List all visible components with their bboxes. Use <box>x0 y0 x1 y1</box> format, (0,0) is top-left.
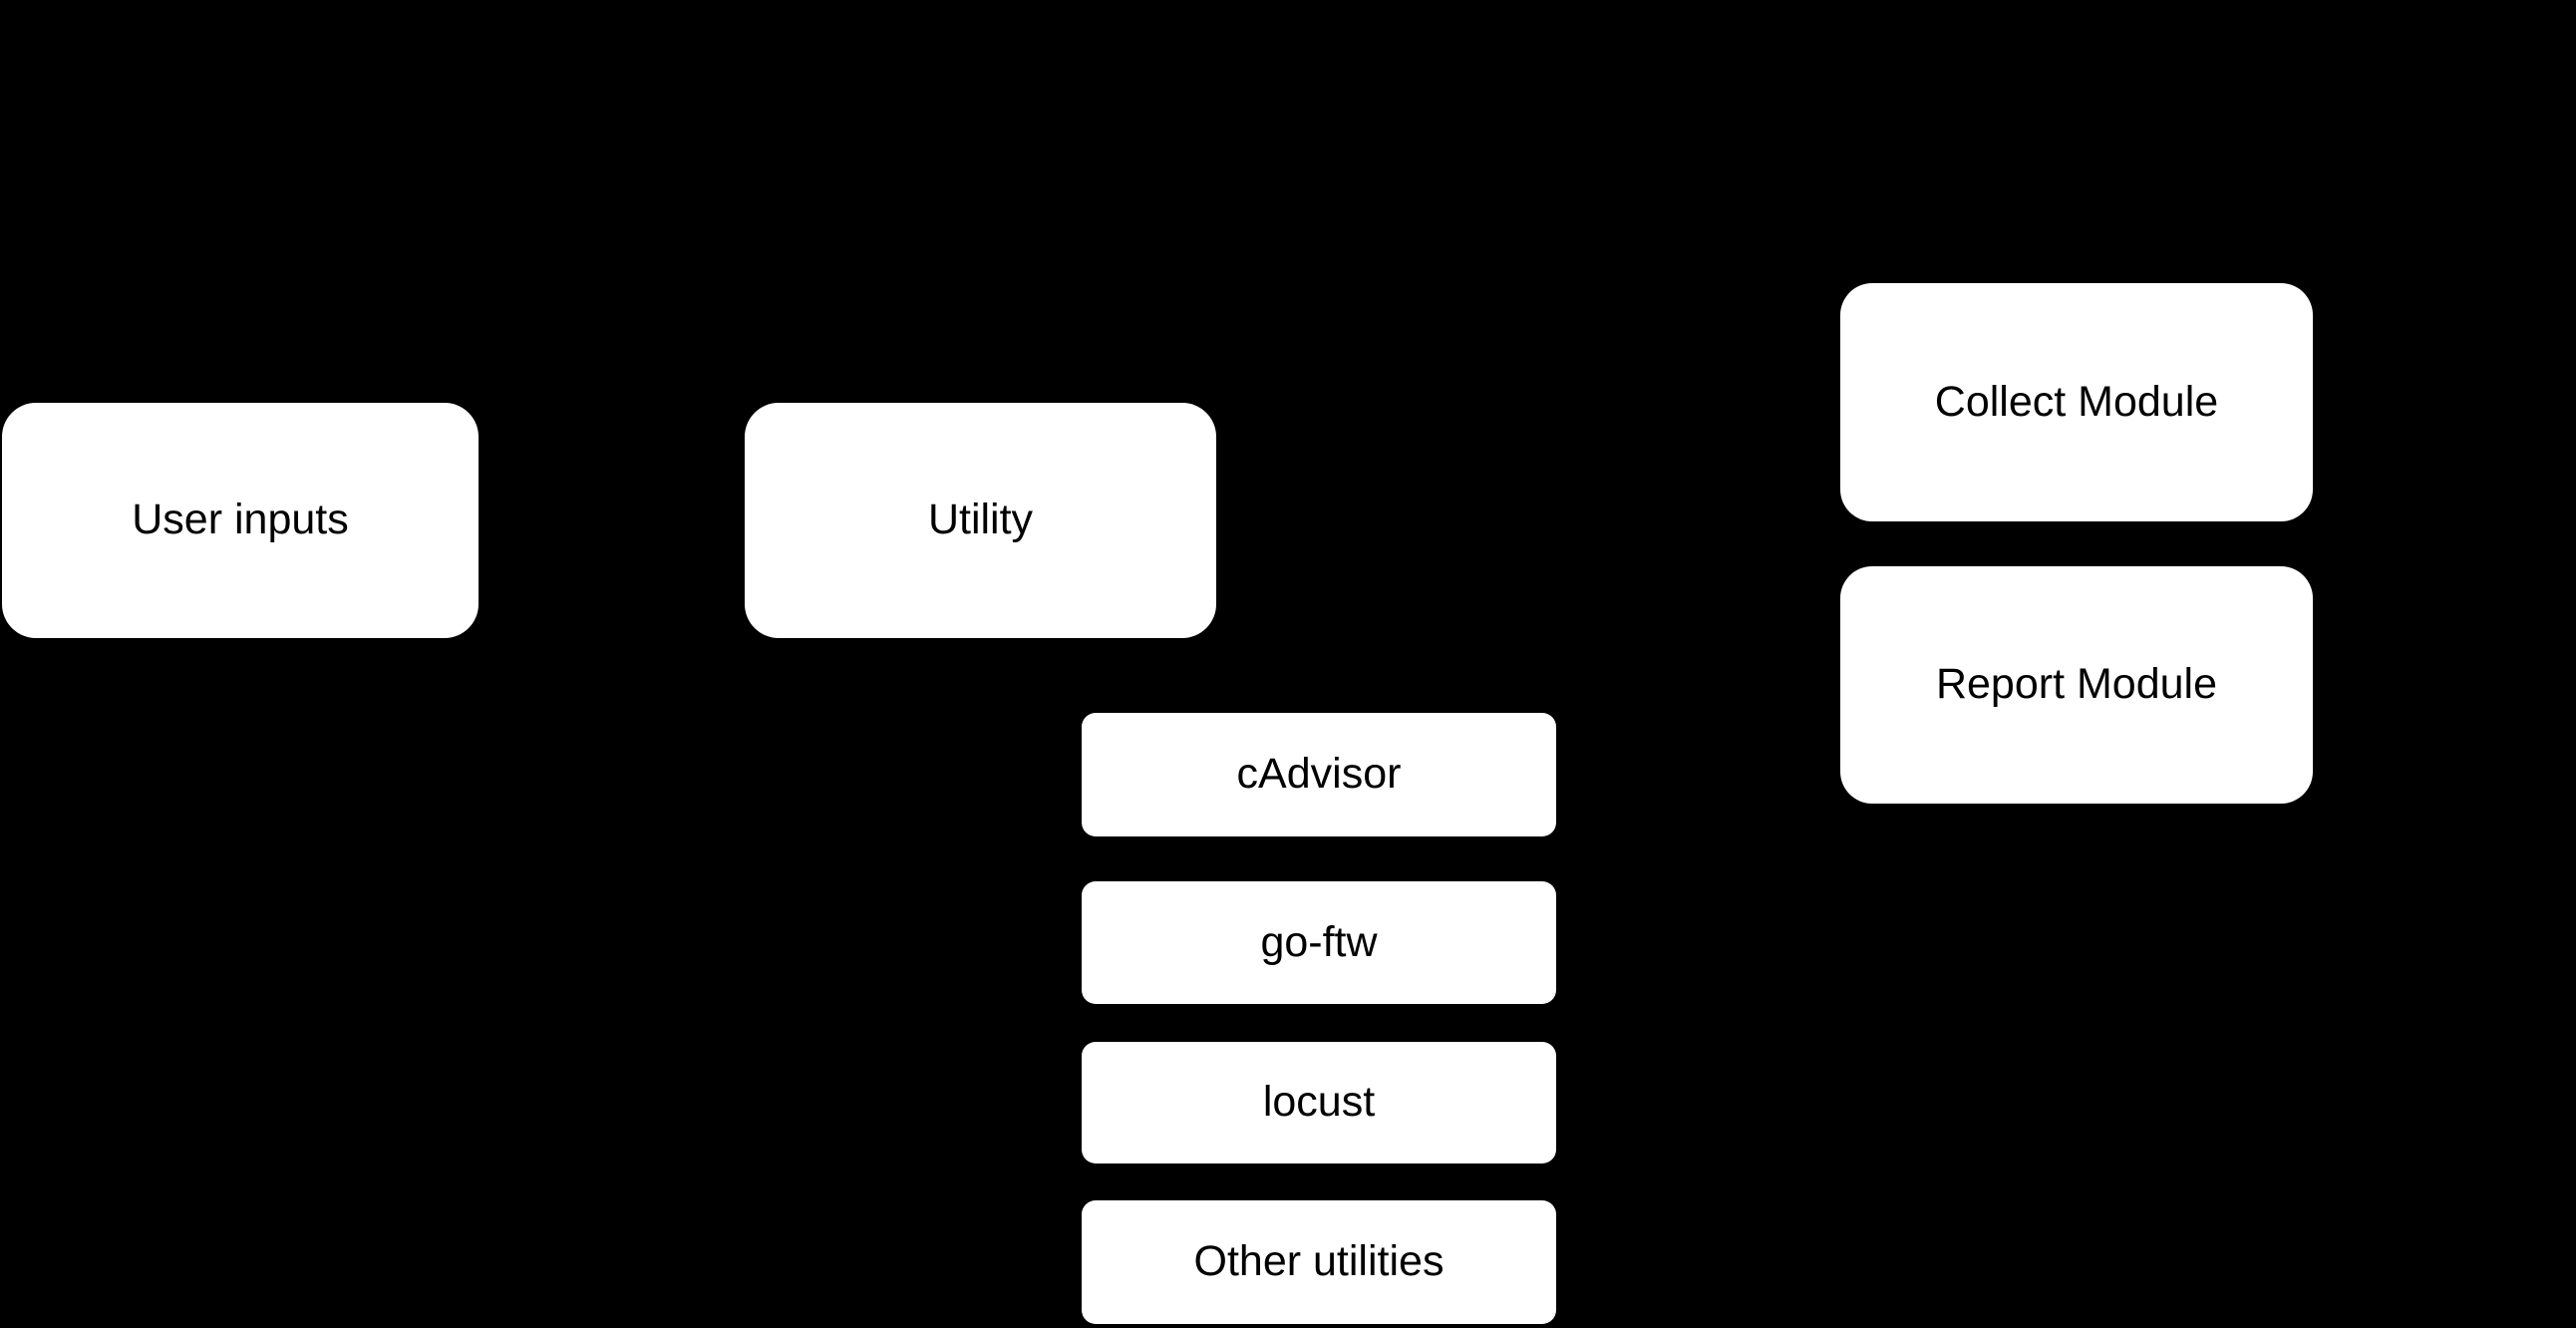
node-collect-module: Collect Module <box>1840 283 2313 521</box>
node-other-utilities-label: Other utilities <box>1193 1237 1445 1286</box>
node-cadvisor-label: cAdvisor <box>1236 750 1402 799</box>
node-go-ftw-label: go-ftw <box>1260 917 1378 966</box>
node-user-inputs: User inputs <box>2 403 479 638</box>
node-utility: Utility <box>745 403 1216 638</box>
node-utility-label: Utility <box>927 496 1034 544</box>
node-go-ftw: go-ftw <box>1082 881 1556 1004</box>
node-report-module-label: Report Module <box>1935 660 2218 709</box>
node-report-module: Report Module <box>1840 566 2313 804</box>
node-collect-module-label: Collect Module <box>1934 377 2219 426</box>
node-user-inputs-label: User inputs <box>132 496 349 544</box>
node-other-utilities: Other utilities <box>1082 1200 1556 1324</box>
node-locust: locust <box>1082 1042 1556 1163</box>
node-locust-label: locust <box>1262 1078 1376 1127</box>
node-cadvisor: cAdvisor <box>1082 713 1556 836</box>
